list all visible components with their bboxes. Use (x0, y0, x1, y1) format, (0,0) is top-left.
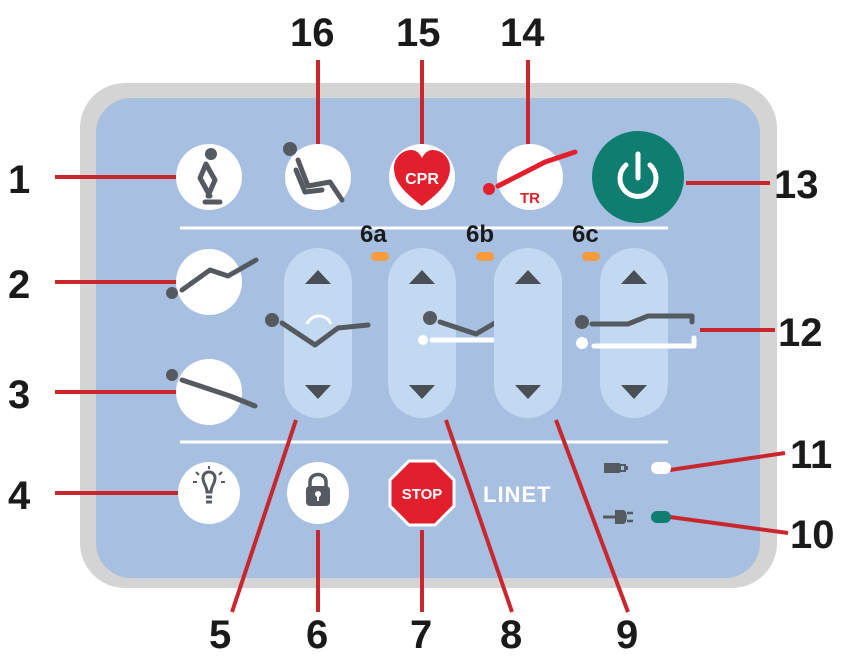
indicator-label-6a: 6a (360, 221, 387, 248)
callout-5: 5 (209, 613, 231, 656)
bed-extend-icon (575, 313, 697, 349)
seated-recline-button[interactable] (283, 142, 351, 210)
trendelenburg-icon (483, 149, 578, 195)
height-up-arrow[interactable] (515, 270, 541, 284)
callout-8: 8 (500, 613, 522, 656)
backrest-control[interactable] (265, 248, 371, 418)
mains-led (651, 511, 671, 523)
lock-icon (306, 472, 330, 506)
power-button[interactable] (592, 131, 684, 223)
callout-14: 14 (500, 11, 545, 55)
battery-led (651, 462, 671, 474)
mains-status (603, 510, 671, 524)
indicator-led-6a (371, 252, 389, 261)
bed-extend-control[interactable] (575, 248, 697, 418)
cpr-label: CPR (405, 171, 439, 188)
light-button[interactable] (178, 462, 240, 524)
callout-2: 2 (8, 263, 30, 307)
callout-12: 12 (778, 311, 823, 355)
callout-16: 16 (290, 11, 335, 55)
backrest-icon (265, 313, 371, 348)
mobilization-button[interactable] (176, 144, 242, 210)
tr-label: TR (520, 190, 540, 207)
stop-sign-icon (388, 459, 456, 527)
seated-recline-icon (283, 142, 345, 203)
callout-lines (55, 60, 789, 613)
height-control[interactable] (494, 248, 562, 418)
lock-button[interactable] (287, 462, 349, 524)
callout-13: 13 (774, 163, 819, 207)
stop-label: STOP (402, 486, 443, 503)
callout-15: 15 (396, 11, 441, 55)
cpr-button[interactable]: CPR (389, 144, 455, 210)
plug-icon (603, 510, 633, 524)
battery-status (604, 462, 671, 474)
thigh-rest-control[interactable] (388, 248, 538, 418)
bed-down-button[interactable] (166, 359, 258, 425)
callout-10: 10 (790, 513, 835, 557)
bed-down-icon (166, 369, 258, 409)
indicator-led-6b (476, 252, 494, 261)
callout-9: 9 (616, 613, 638, 656)
bed-extend-up-arrow[interactable] (621, 270, 647, 284)
brand-logo: LINET (483, 482, 552, 507)
bed-up-icon (166, 257, 259, 299)
backrest-up-arrow[interactable] (305, 270, 331, 284)
bed-up-button[interactable] (166, 249, 259, 315)
light-bulb-icon (193, 466, 225, 504)
stop-button[interactable]: STOP (388, 459, 456, 527)
trendelenburg-button[interactable]: TR (483, 144, 578, 210)
thigh-rest-down-arrow[interactable] (409, 385, 435, 399)
person-standing-icon (197, 148, 223, 205)
indicator-led-6c (582, 252, 600, 261)
cpr-heart-icon (394, 150, 450, 206)
indicator-label-6b: 6b (466, 221, 494, 248)
callout-4: 4 (8, 474, 31, 518)
bed-extend-down-arrow[interactable] (621, 385, 647, 399)
thigh-rest-up-arrow[interactable] (409, 270, 435, 284)
callout-6: 6 (306, 613, 328, 656)
power-icon (617, 151, 659, 199)
backrest-down-arrow[interactable] (305, 385, 331, 399)
callout-1: 1 (8, 158, 30, 202)
height-down-arrow[interactable] (515, 385, 541, 399)
callout-3: 3 (8, 373, 30, 417)
callout-11: 11 (790, 433, 832, 477)
indicator-label-6c: 6c (572, 221, 599, 248)
callout-7: 7 (410, 613, 432, 656)
battery-icon (604, 463, 628, 473)
